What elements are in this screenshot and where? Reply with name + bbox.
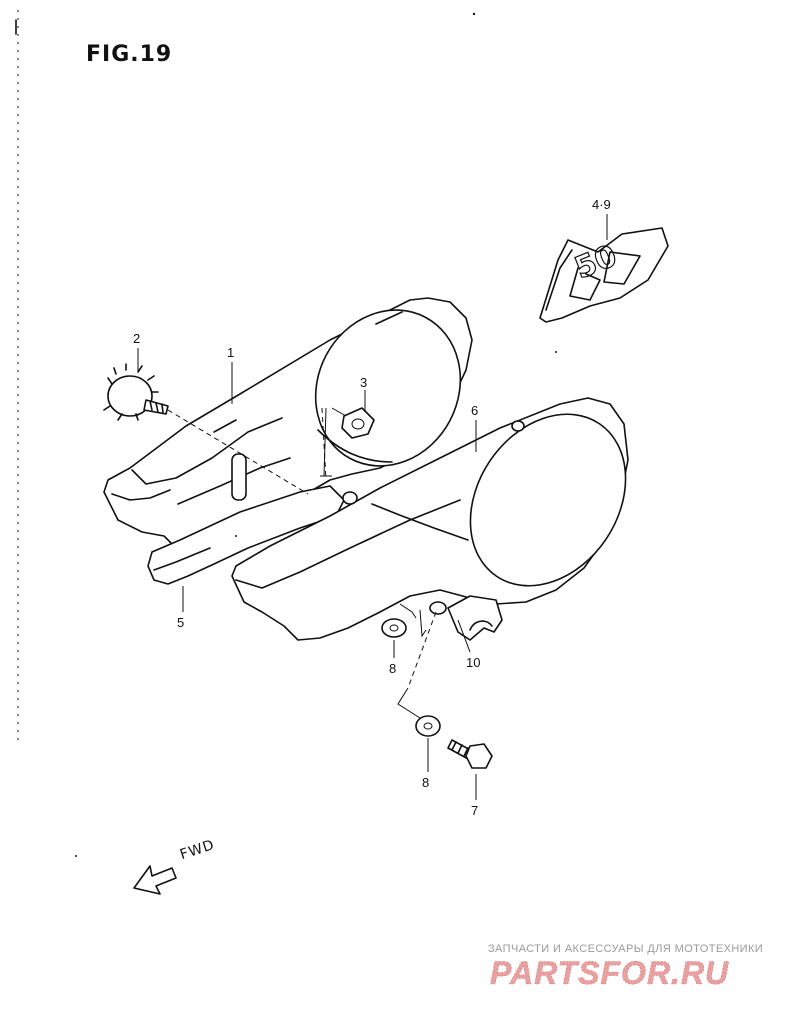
callout-5: 5 bbox=[177, 615, 185, 630]
callout-2: 2 bbox=[133, 331, 141, 346]
part-8-washers bbox=[381, 618, 441, 737]
part-4-9-emblem bbox=[539, 227, 669, 323]
leader-lines bbox=[137, 214, 608, 800]
callout-8-upper: 8 bbox=[389, 661, 397, 676]
callout-4-9: 4·9 bbox=[592, 197, 611, 212]
part-10-bracket bbox=[447, 595, 503, 641]
part-2-knob-screw bbox=[103, 363, 169, 421]
watermark-logo-text: PARTSFOR.RU bbox=[490, 955, 729, 991]
part-6-front-cover bbox=[231, 397, 629, 641]
callout-3: 3 bbox=[360, 375, 368, 390]
part-7-bolt bbox=[447, 739, 493, 769]
callout-7: 7 bbox=[471, 803, 479, 818]
watermark-logo: PARTSFOR.RU bbox=[490, 955, 729, 991]
fwd-arrow-icon bbox=[133, 865, 177, 895]
figure-title: FIG.19 bbox=[86, 42, 173, 67]
part-3-nut bbox=[341, 407, 375, 439]
callout-6: 6 bbox=[471, 403, 479, 418]
left-margin-marks bbox=[15, 10, 19, 740]
watermark-tagline: ЗАПЧАСТИ И АКСЕССУАРЫ ДЛЯ МОТОТЕХНИКИ bbox=[488, 943, 764, 955]
callout-10: 10 bbox=[466, 655, 481, 670]
scan-specks bbox=[75, 12, 557, 857]
callout-8-lower: 8 bbox=[422, 775, 430, 790]
callout-1: 1 bbox=[227, 345, 235, 360]
